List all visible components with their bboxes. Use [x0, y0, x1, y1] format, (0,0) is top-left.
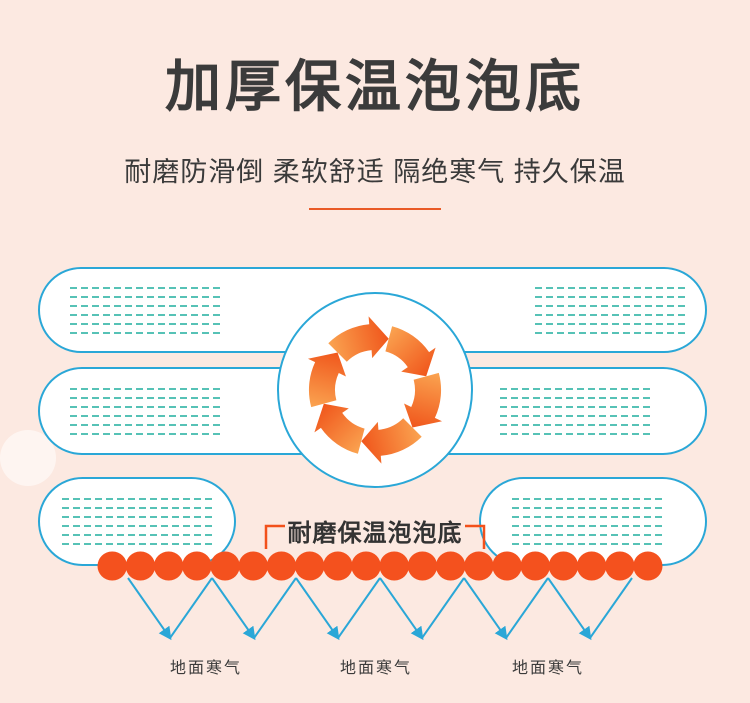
- title-divider: [309, 208, 441, 210]
- cold-air-label-3: 地面寒气: [512, 660, 585, 677]
- cold-air-arrows: [127, 577, 633, 641]
- cold-air-label-1: 地面寒气: [170, 660, 243, 677]
- cold-air-label-2: 地面寒气: [340, 660, 413, 677]
- label-brackets: [264, 524, 486, 549]
- page-title: 加厚保温泡泡底: [165, 55, 585, 118]
- air-circulation-circle: [277, 292, 473, 488]
- page-subtitle: 耐磨防滑倒 柔软舒适 隔绝寒气 持久保温: [124, 157, 626, 187]
- bubble-sole-label: 耐磨保温泡泡底: [287, 520, 463, 547]
- decorative-circle: [0, 430, 56, 486]
